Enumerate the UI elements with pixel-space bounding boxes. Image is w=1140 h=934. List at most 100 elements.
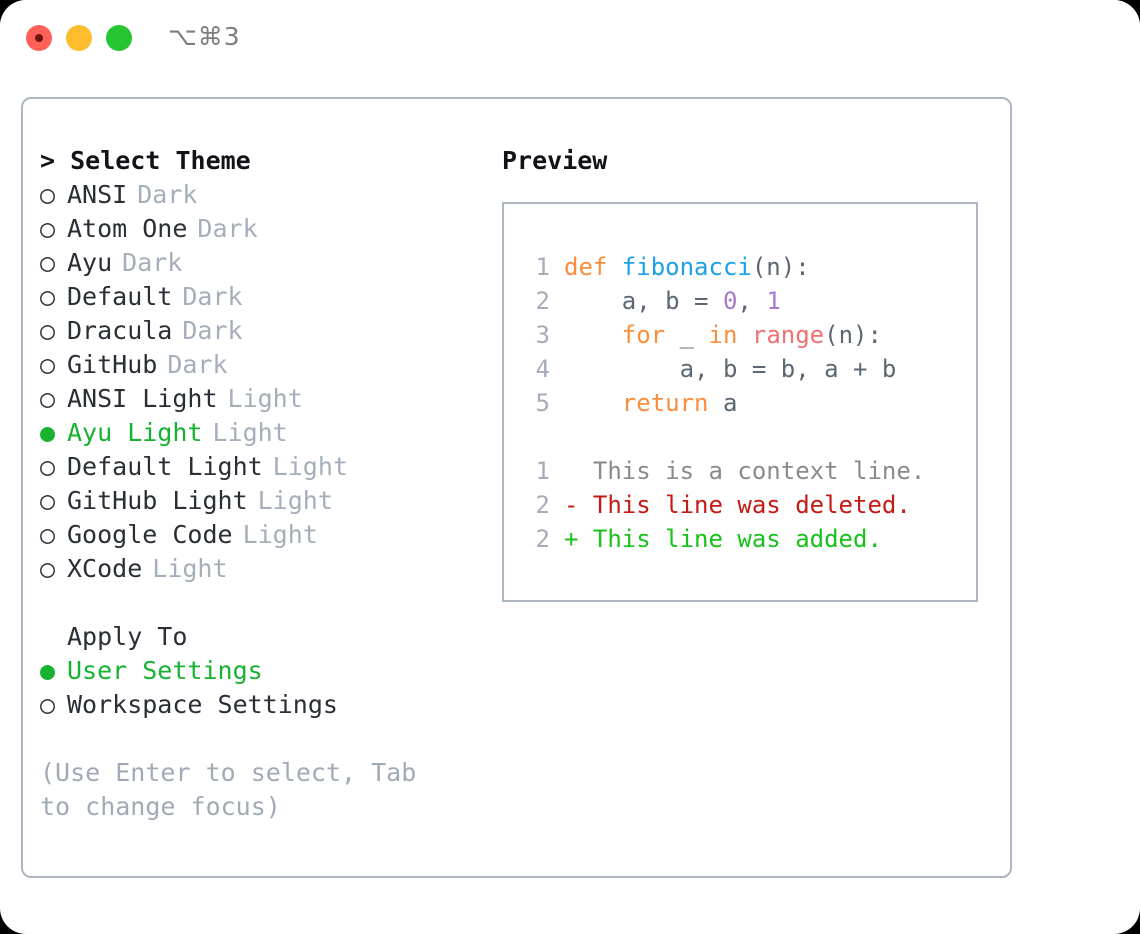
theme-variant-tag: Dark — [167, 350, 228, 379]
radio-unselected-icon[interactable]: ○ — [40, 690, 56, 719]
code-token: a, b = b, a + b — [564, 355, 897, 383]
theme-option-xcode[interactable]: ○ XCode Light — [40, 552, 480, 586]
theme-variant-tag: Dark — [197, 214, 258, 243]
theme-option-label: Default Light — [67, 452, 263, 481]
line-number: 2 — [535, 287, 550, 315]
theme-option-label: ANSI — [67, 180, 128, 209]
code-token — [737, 318, 751, 352]
theme-option-label: GitHub — [67, 350, 158, 379]
line-number: 5 — [535, 389, 550, 417]
theme-option-ansi[interactable]: ○ ANSI Dark — [40, 178, 480, 212]
code-token: 1 — [766, 287, 781, 315]
radio-unselected-icon[interactable]: ○ — [40, 316, 56, 345]
line-number: 4 — [535, 355, 550, 383]
diff-sign — [564, 454, 578, 488]
radio-unselected-icon[interactable]: ○ — [40, 486, 56, 515]
diff-text: This is a context line. — [578, 457, 926, 485]
code-token — [564, 386, 622, 420]
code-token: range — [751, 321, 825, 349]
code-line: 5 return a — [516, 386, 925, 420]
theme-option-label: Google Code — [67, 520, 233, 549]
code-token: 0 — [722, 287, 738, 315]
code-token: (n): — [751, 253, 810, 281]
code-token: for — [621, 321, 666, 349]
theme-option-label: GitHub Light — [67, 486, 248, 515]
apply-to-option-user-settings[interactable]: ●User Settings — [40, 654, 480, 688]
code-token: , — [737, 287, 767, 315]
apply-to-option-workspace-settings[interactable]: ○ Workspace Settings — [40, 688, 480, 722]
theme-variant-tag: Light — [272, 452, 348, 481]
select-theme-header: > Select Theme — [40, 146, 251, 175]
code-token: in — [708, 321, 738, 349]
theme-variant-tag: Dark — [122, 248, 183, 277]
radio-unselected-icon[interactable]: ○ — [40, 520, 56, 549]
theme-variant-tag: Dark — [182, 282, 243, 311]
diff-sign: - — [564, 491, 579, 519]
theme-option-default-light[interactable]: ○ Default Light Light — [40, 450, 480, 484]
line-number: 2 — [535, 525, 550, 553]
diff-line: 1 This is a context line. — [516, 454, 926, 488]
code-line: 4 a, b = b, a + b — [516, 352, 925, 386]
diff-line: 2+ This line was added. — [516, 522, 925, 556]
apply-to-header: Apply To — [67, 622, 188, 651]
theme-option-label: Default — [67, 282, 173, 311]
code-token: a — [708, 389, 738, 417]
radio-unselected-icon[interactable]: ○ — [40, 554, 56, 583]
radio-unselected-icon[interactable]: ○ — [40, 350, 56, 379]
theme-option-label: XCode — [67, 554, 143, 583]
code-token: fibonacci — [621, 253, 752, 281]
code-token: def — [564, 253, 622, 281]
theme-option-label: Ayu — [67, 248, 113, 277]
close-button[interactable] — [26, 25, 52, 51]
line-number: 2 — [535, 491, 550, 519]
radio-unselected-icon[interactable]: ○ — [40, 384, 56, 413]
radio-unselected-icon[interactable]: ○ — [40, 452, 56, 481]
traffic-lights — [26, 25, 132, 51]
code-blank-line — [516, 420, 925, 454]
maximize-button[interactable] — [106, 25, 132, 51]
theme-option-github-light[interactable]: ○ GitHub Light Light — [40, 484, 480, 518]
theme-variant-tag: Light — [242, 520, 318, 549]
radio-selected-icon[interactable]: ● — [40, 656, 56, 685]
theme-variant-tag: Dark — [137, 180, 198, 209]
radio-unselected-icon[interactable]: ○ — [40, 214, 56, 243]
title-bar: ⌥⌘3 — [0, 0, 1140, 78]
diff-text: This line was added. — [578, 525, 882, 553]
code-line: 3 for _ in range(n): — [516, 318, 925, 352]
theme-option-google-code[interactable]: ○ Google Code Light — [40, 518, 480, 552]
code-token: (n): — [824, 321, 882, 349]
theme-option-label: Dracula — [67, 316, 173, 345]
theme-option-ayu[interactable]: ○ Ayu Dark — [40, 246, 480, 280]
radio-unselected-icon[interactable]: ○ — [40, 282, 56, 311]
theme-option-default[interactable]: ○ Default Dark — [40, 280, 480, 314]
section-spacer — [40, 586, 480, 620]
radio-unselected-icon[interactable]: ○ — [40, 180, 56, 209]
minimize-button[interactable] — [66, 25, 92, 51]
keyboard-shortcut-label: ⌥⌘3 — [168, 22, 241, 51]
theme-option-label: ANSI Light — [67, 384, 218, 413]
apply-to-option-list: ●User Settings○ Workspace Settings — [40, 654, 480, 722]
theme-variant-tag: Light — [257, 486, 333, 515]
code-line: 2 a, b = 0, 1 — [516, 284, 925, 318]
theme-option-github[interactable]: ○ GitHub Dark — [40, 348, 480, 382]
theme-variant-tag: Light — [152, 554, 228, 583]
code-token: _ — [665, 321, 709, 349]
apply-to-option-label: Workspace Settings — [67, 690, 338, 719]
theme-option-ayu-light[interactable]: ● Ayu Light Light — [40, 416, 480, 450]
diff-line: 2- This line was deleted. — [516, 488, 925, 522]
radio-unselected-icon[interactable]: ○ — [40, 248, 56, 277]
radio-selected-icon[interactable]: ● — [40, 418, 56, 447]
keyboard-hint-text: (Use Enter to select, Tab to change focu… — [40, 758, 432, 821]
line-number: 1 — [535, 457, 550, 485]
theme-variant-tag: Light — [212, 418, 288, 447]
theme-option-label: Ayu Light — [67, 418, 203, 447]
